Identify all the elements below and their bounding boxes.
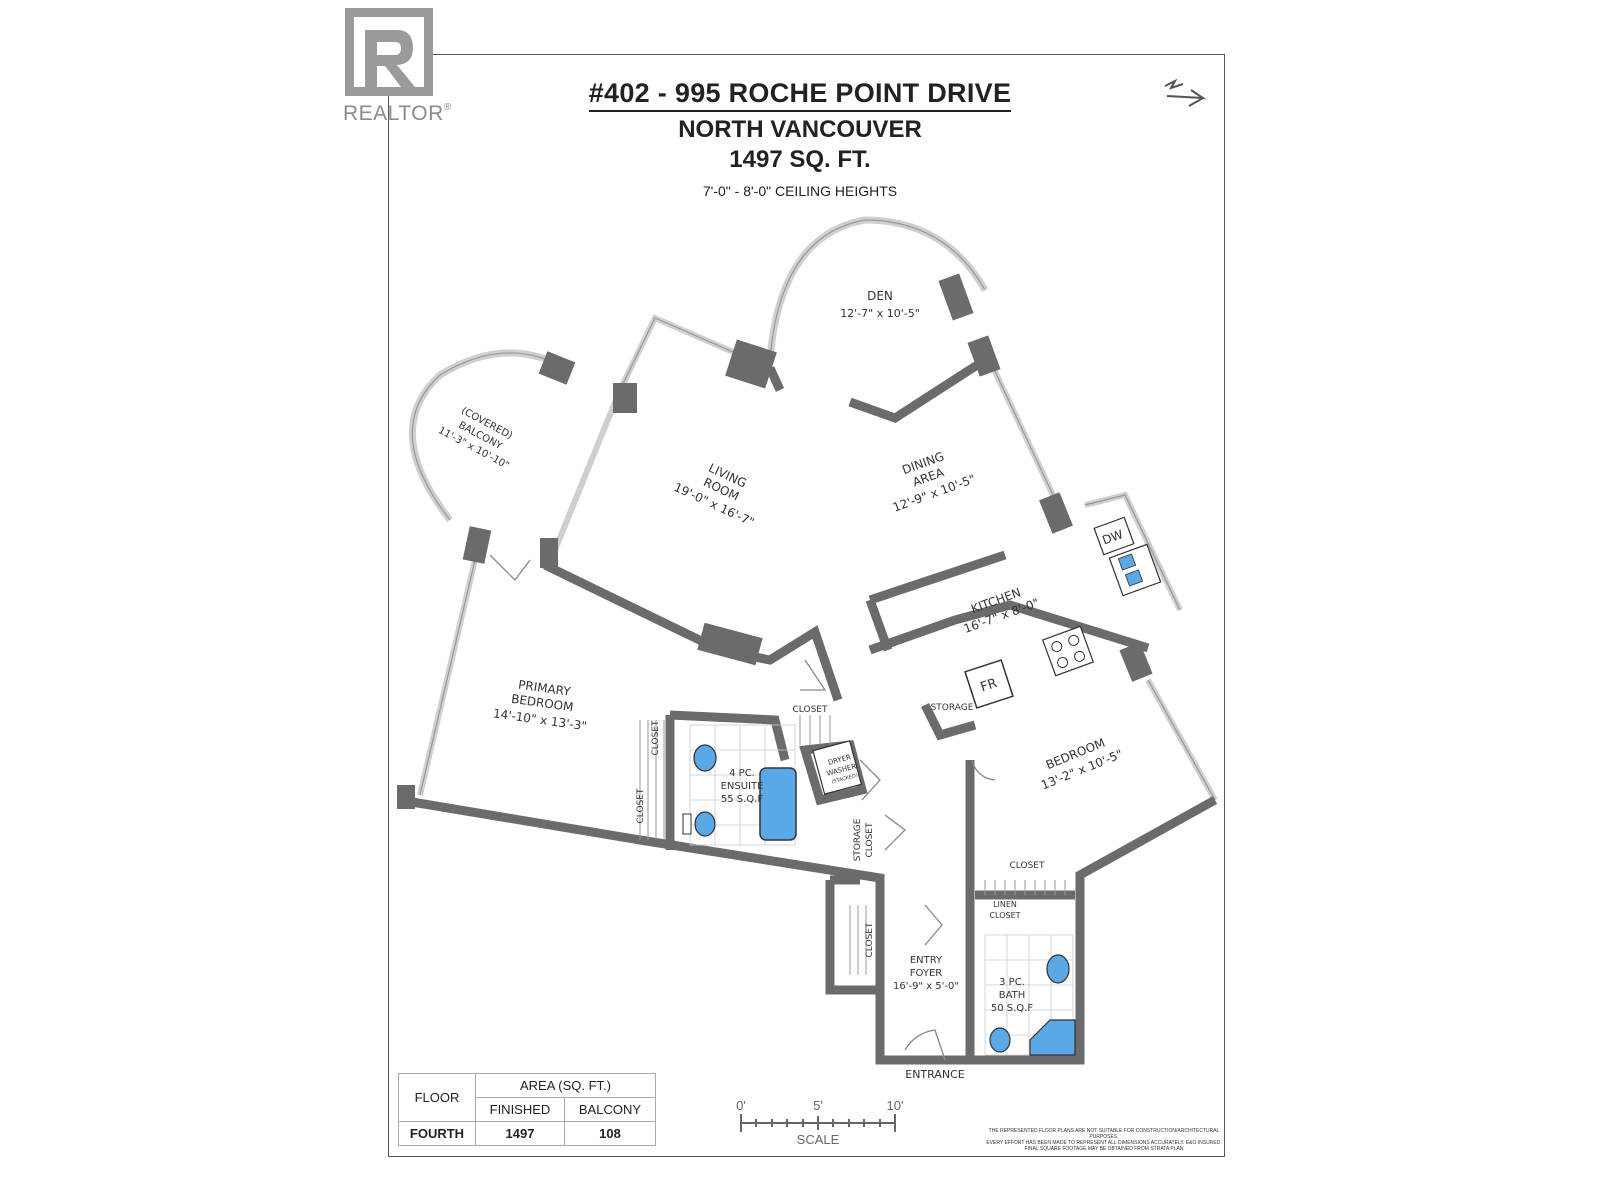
storage-label: STORAGE	[931, 703, 974, 713]
den-dims: 12'-7" x 10'-5"	[840, 307, 920, 320]
entrance-label: ENTRANCE	[905, 1068, 965, 1081]
area-header: AREA (SQ. FT.)	[475, 1073, 656, 1098]
address-title: #402 - 995 ROCHE POINT DRIVE	[588, 78, 1012, 112]
stove-icon	[1041, 625, 1095, 677]
ensuite-line1: 4 PC.	[729, 768, 755, 779]
floorplan-sheet	[388, 54, 1225, 1157]
realtor-logo-text: REALTOR®	[343, 102, 452, 125]
dishwasher-icon	[1093, 516, 1135, 556]
wall-blocks	[397, 273, 1153, 809]
shower-icon	[1029, 1019, 1076, 1056]
ceiling-heights: 7'-0" - 8'-0" CEILING HEIGHTS	[702, 183, 898, 199]
exterior-windows	[408, 216, 1218, 802]
ensuite-toilet-icon	[694, 811, 716, 837]
finished-value: 1497	[475, 1121, 565, 1146]
scale-tick-5: 5'	[813, 1098, 823, 1113]
fixtures	[682, 516, 1162, 1056]
balcony-door-icon	[489, 554, 531, 581]
ensuite-line3: 55 S.Q.F	[721, 794, 763, 805]
balcony-value: 108	[563, 1121, 657, 1146]
realtor-logo-mark	[345, 8, 433, 96]
title-block: #402 - 995 ROCHE POINT DRIVE NORTH VANCO…	[540, 78, 1060, 199]
doors	[489, 554, 996, 1061]
balcony-header: BALCONY	[563, 1097, 657, 1122]
ensuite-line2: ENSUITE	[721, 781, 764, 792]
den-name: DEN	[867, 289, 893, 303]
room-labels: DEN 12'-7" x 10'-5" (COVERED) BALCONY 11…	[436, 289, 1125, 1081]
fr-label: FR	[979, 676, 999, 695]
disclaimer-line2: EVERY EFFORT HAS BEEN MADE TO REPRESENT …	[986, 1140, 1222, 1146]
foyer-line2: FOYER	[910, 968, 943, 979]
bath-line1: 3 PC.	[999, 977, 1025, 988]
closet-primary-upper: CLOSET	[651, 720, 661, 755]
linen-line1: LINEN	[993, 900, 1017, 909]
bath-line3: 50 S.Q.F	[991, 1003, 1033, 1014]
bathtub-icon	[759, 767, 797, 841]
scale-bar-graphic: 0' 5' 10' SCALE	[736, 1098, 903, 1147]
city-title: NORTH VANCOUVER	[678, 116, 922, 143]
north-arrow-icon	[1164, 78, 1207, 107]
scale-tick-0: 0'	[736, 1098, 746, 1113]
closet-hall: CLOSET	[793, 705, 828, 715]
walls	[399, 356, 1218, 1065]
foyer-dims: 16'-9" x 5'-0"	[893, 981, 959, 992]
closet-hatch	[639, 715, 1066, 975]
bath-line2: BATH	[999, 990, 1026, 1001]
foyer-line1: ENTRY	[910, 955, 943, 966]
bath-toilet-icon	[989, 1027, 1011, 1053]
realtor-r-icon	[345, 8, 433, 96]
bath-sink-icon	[1046, 954, 1070, 984]
fridge-icon	[964, 659, 1014, 709]
closet-foyer: CLOSET	[865, 922, 875, 957]
storage-closet-line2: CLOSET	[865, 822, 875, 857]
scale-tick-10: 10'	[887, 1098, 903, 1113]
disclaimer-line3: FINAL SQUARE FOOTAGE MAY BE OBTAINED FRO…	[1024, 1146, 1184, 1152]
storage-closet-line1: STORAGE	[853, 818, 863, 861]
scale-label: SCALE	[797, 1132, 840, 1147]
scale-bar: 0' 5' 10' SCALE	[733, 1098, 903, 1153]
linen-line2: CLOSET	[989, 911, 1020, 920]
dw-label: DW	[1100, 527, 1125, 547]
disclaimer-line1: THE REPRESENTED FLOOR PLANS ARE NOT SUIT…	[988, 1128, 1220, 1140]
floor-header: FLOOR	[398, 1073, 476, 1122]
closet-primary-lower: CLOSET	[636, 788, 646, 823]
disclaimer: THE REPRESENTED FLOOR PLANS ARE NOT SUIT…	[985, 1128, 1223, 1152]
area-table: FLOOR AREA (SQ. FT.) FINISHED BALCONY FO…	[398, 1073, 657, 1146]
kitchen-sink-icon	[1108, 543, 1162, 597]
closet-bedroom: CLOSET	[1010, 861, 1045, 871]
laundry-box	[812, 740, 863, 795]
ensuite-sink-icon	[693, 744, 717, 772]
floor-value: FOURTH	[398, 1121, 476, 1146]
primary-dims: 14'-10" x 13'-3"	[492, 706, 588, 733]
finished-header: FINISHED	[475, 1097, 565, 1122]
area-title: 1497 SQ. FT.	[729, 146, 871, 173]
realtor-logo: REALTOR®	[343, 6, 455, 130]
